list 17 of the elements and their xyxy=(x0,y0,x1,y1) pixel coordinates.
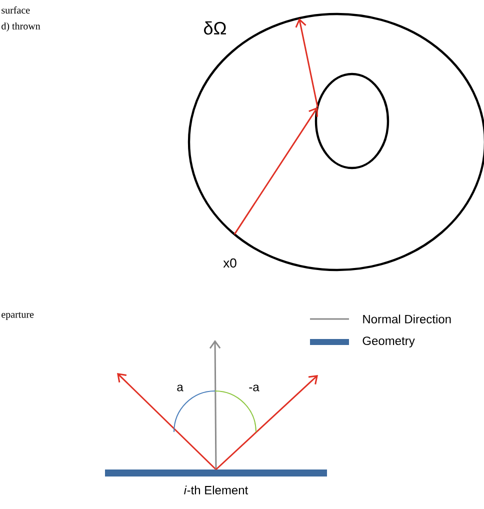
point-label: x0 xyxy=(223,258,236,268)
text-fragment: surface xyxy=(2,6,30,14)
legend-label: Geometry xyxy=(362,336,415,348)
boundary-ellipse xyxy=(314,72,390,170)
arrow xyxy=(234,107,318,235)
text-fragment: eparture xyxy=(2,312,34,320)
angle-label: -a xyxy=(249,384,260,392)
text-fragment: d) thrown xyxy=(2,22,40,32)
geometry-bar xyxy=(105,470,327,476)
angle-label: a xyxy=(177,384,184,392)
arrow xyxy=(209,340,221,470)
arrow xyxy=(295,18,318,108)
math-label: δΩ xyxy=(204,21,226,35)
legend-label: Normal Direction xyxy=(363,314,451,324)
node-label: i-th Element xyxy=(184,486,248,494)
arrow xyxy=(117,373,217,470)
arrow xyxy=(215,375,318,470)
